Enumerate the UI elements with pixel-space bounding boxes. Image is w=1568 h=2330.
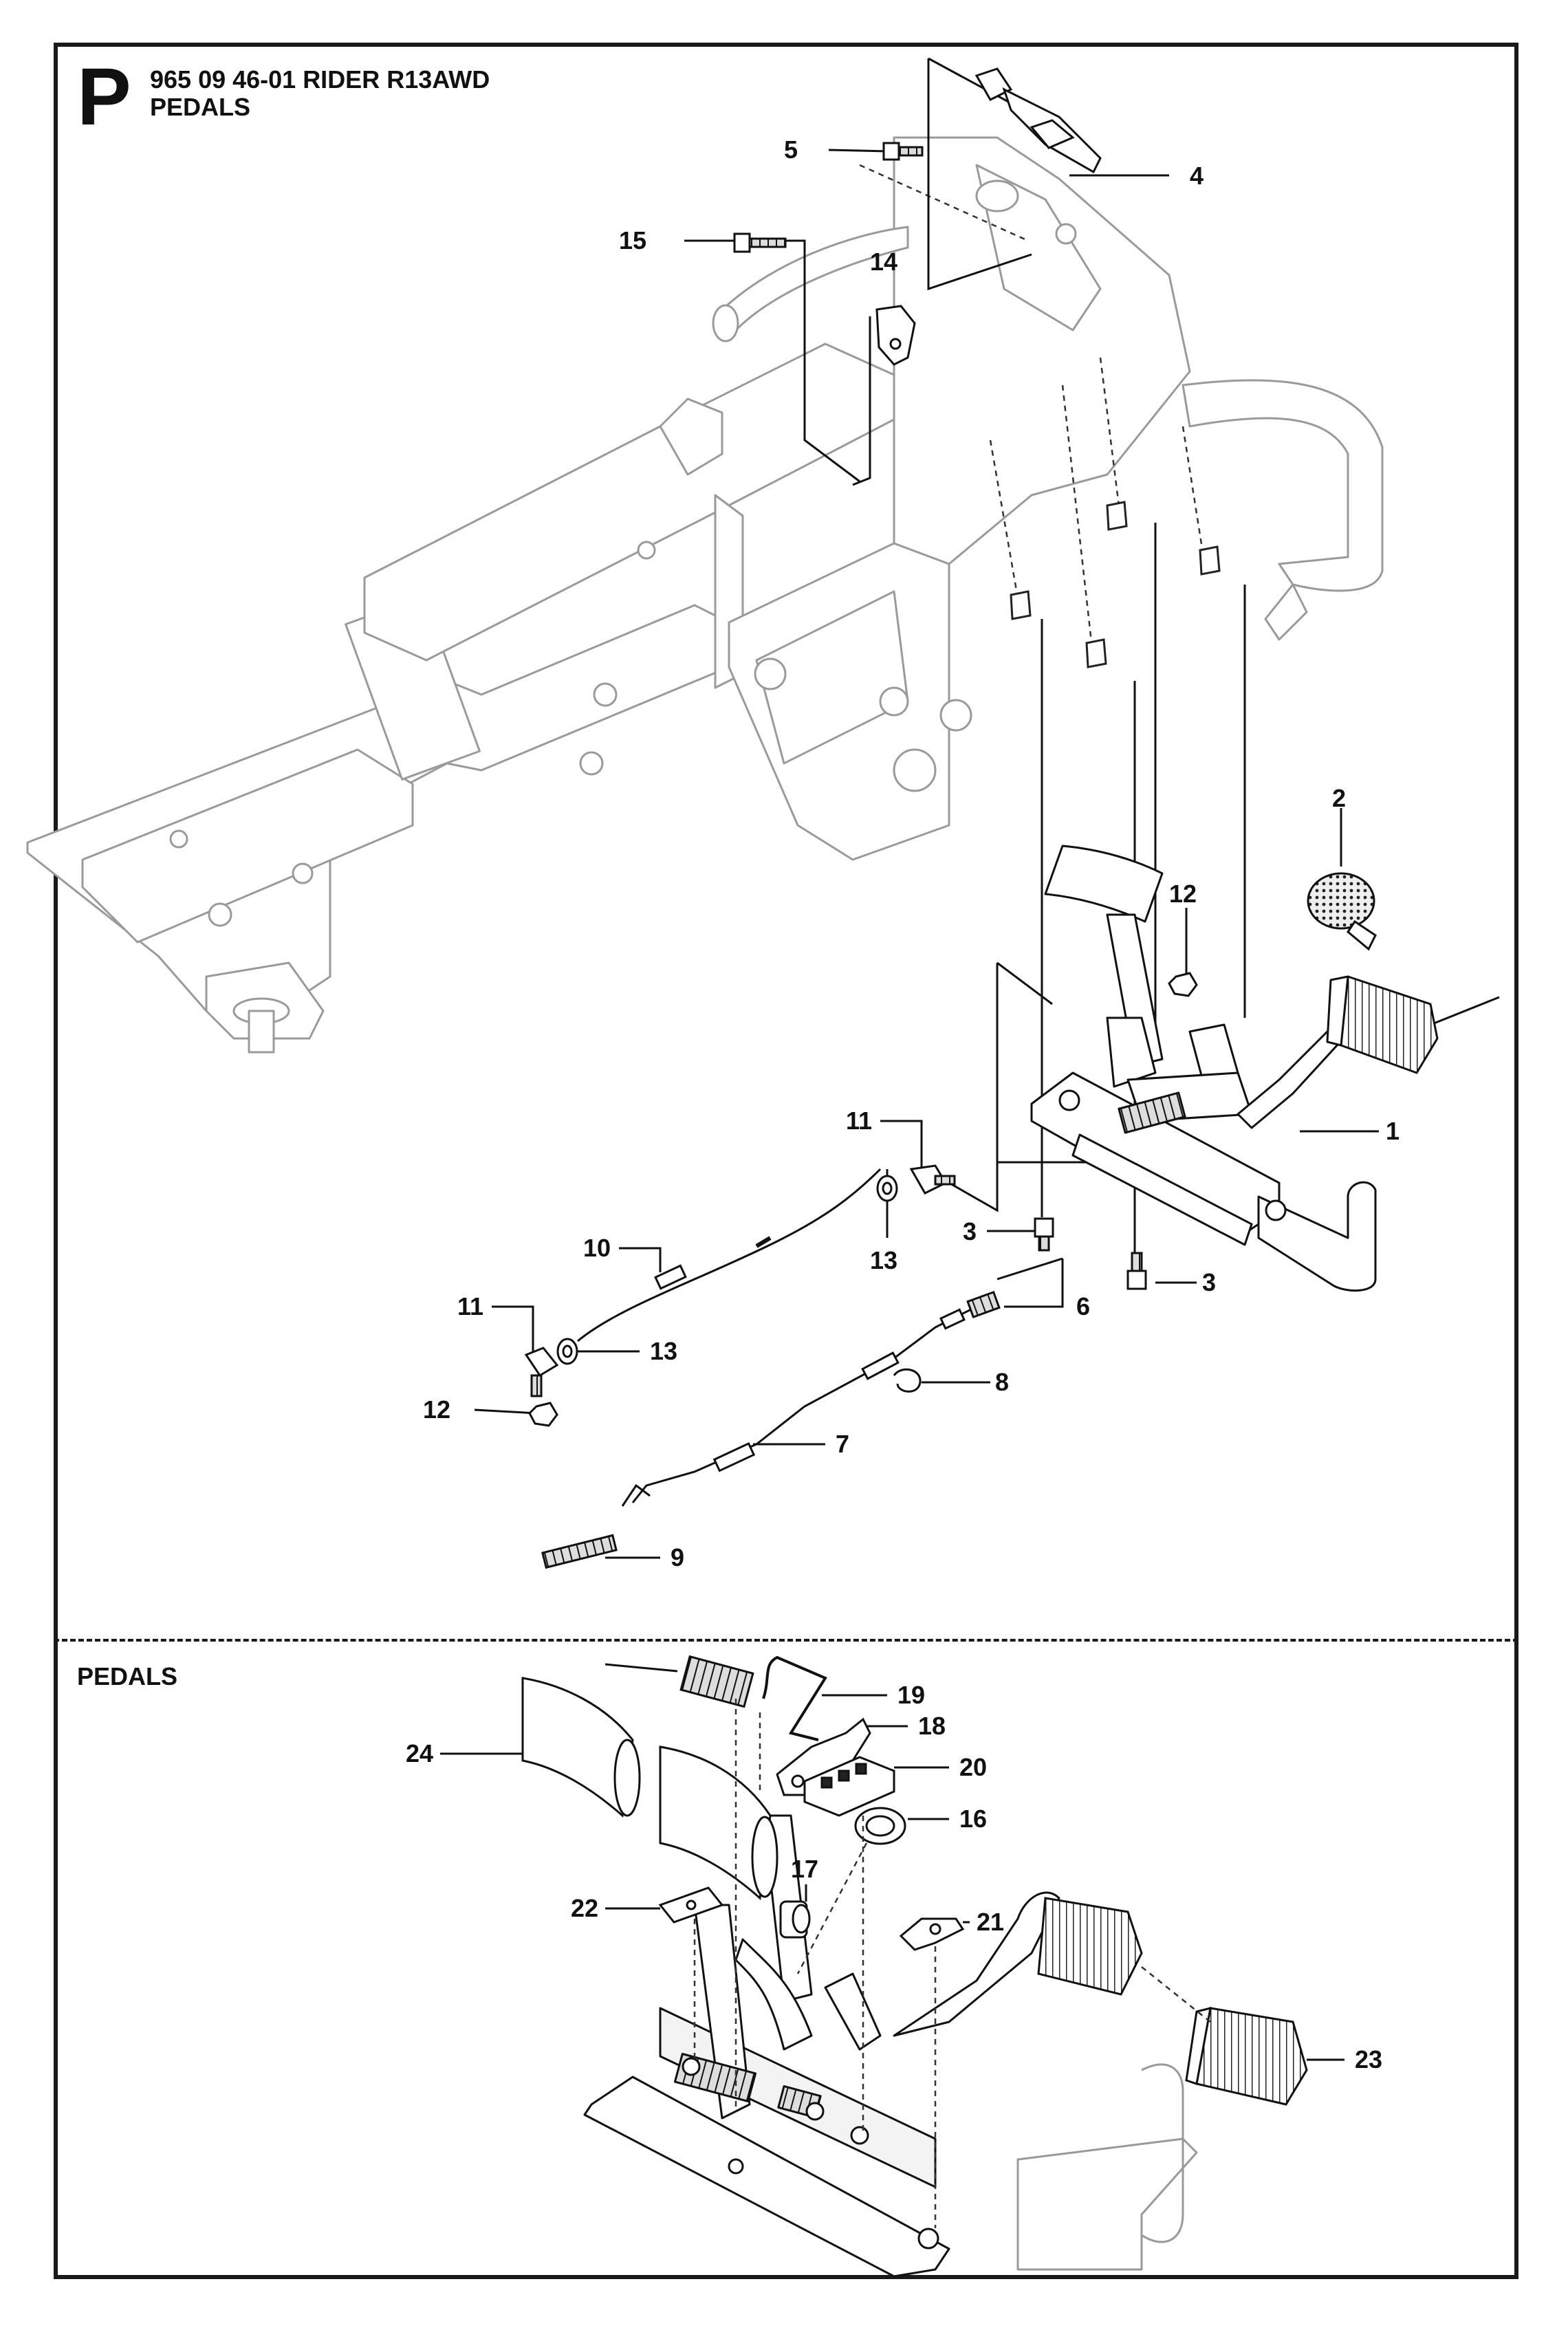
callout-9: 9 (671, 1543, 684, 1571)
part-14-clip (875, 305, 916, 366)
callout-20: 20 (959, 1753, 987, 1781)
callout-24: 24 (406, 1739, 433, 1767)
part-16-bearing (854, 1807, 906, 1845)
callout-7: 7 (836, 1430, 849, 1458)
part-12-nut-lower (528, 1402, 558, 1427)
callout-12: 12 (423, 1395, 450, 1424)
part-17-bushing (779, 1900, 811, 1939)
part-9-spring (541, 1534, 618, 1569)
lower-leader-lines (440, 1694, 1344, 2061)
callout-1: 1 (1386, 1117, 1400, 1145)
part-10-cable (577, 1168, 882, 1342)
part-20-block (803, 1756, 895, 1817)
assembly-guide-lines (859, 164, 1205, 661)
lower-pedal-assembly (583, 1814, 1198, 2278)
lower-guide-lines (693, 1699, 1211, 2228)
callout-13: 13 (650, 1337, 677, 1365)
callout-8: 8 (995, 1368, 1009, 1396)
callout-3: 3 (1202, 1268, 1216, 1296)
part-2-pedal-pad (1307, 872, 1377, 951)
diagram-frame (54, 43, 1518, 2279)
part-21-clip (899, 1917, 965, 1951)
callout-23: 23 (1355, 2045, 1382, 2073)
callout-21: 21 (977, 1908, 1004, 1936)
bushings (1010, 501, 1221, 668)
callout-22: 22 (571, 1894, 598, 1922)
part-6-spring (939, 1290, 1001, 1330)
callout-5: 5 (784, 135, 798, 164)
part-4-clevis (974, 67, 1102, 174)
page-title: 965 09 46-01 RIDER R13AWD PEDALS (150, 65, 490, 122)
callout-13: 13 (870, 1246, 897, 1274)
callout-4: 4 (1190, 162, 1204, 190)
lower-section-title: PEDALS (77, 1662, 178, 1690)
section-letter: P (77, 52, 131, 142)
part-13-washer-lower (556, 1338, 578, 1365)
callout-2: 2 (1332, 784, 1346, 812)
part-23-pedal-treads (1037, 1897, 1308, 2106)
callout-3: 3 (963, 1217, 977, 1245)
part-7-cable (621, 1305, 977, 1507)
callout-17: 17 (791, 1855, 818, 1883)
part-18-lever (776, 1717, 871, 1796)
callout-11: 11 (846, 1107, 872, 1135)
callout-11: 11 (457, 1292, 483, 1320)
part-19-spring (605, 1655, 827, 1741)
callout-6: 6 (1076, 1292, 1090, 1320)
part-12-nut-upper (1168, 972, 1198, 997)
part-3-bolts (1034, 1217, 1147, 1290)
part-11-ball-joint-lower (524, 1347, 559, 1397)
part-13-washer-upper (876, 1175, 898, 1202)
callout-labels: 1 2 3 3 4 5 6 7 8 9 10 11 11 12 12 13 13… (406, 135, 1400, 2073)
part-5-bolt (882, 142, 924, 161)
callout-19: 19 (897, 1681, 925, 1709)
part-1-pedal-assembly (1030, 845, 1439, 1292)
part-24-pedal-covers (521, 1677, 778, 1901)
callout-14: 14 (870, 248, 897, 276)
part-11-ball-joint-upper (909, 1164, 956, 1195)
title-model-line: 965 09 46-01 RIDER R13AWD (150, 65, 490, 94)
section-divider (54, 1639, 1518, 1642)
title-section-line: PEDALS (150, 93, 251, 122)
callout-10: 10 (583, 1234, 611, 1262)
chassis-frame (26, 136, 1384, 1054)
callout-12: 12 (1169, 880, 1197, 908)
callout-18: 18 (918, 1712, 946, 1740)
part-8-clip (893, 1368, 922, 1393)
part-15-bolt (733, 232, 787, 253)
part-22-plate (658, 1886, 724, 1924)
chassis-holes (169, 541, 972, 927)
callout-16: 16 (959, 1805, 987, 1833)
callout-15: 15 (619, 226, 646, 254)
